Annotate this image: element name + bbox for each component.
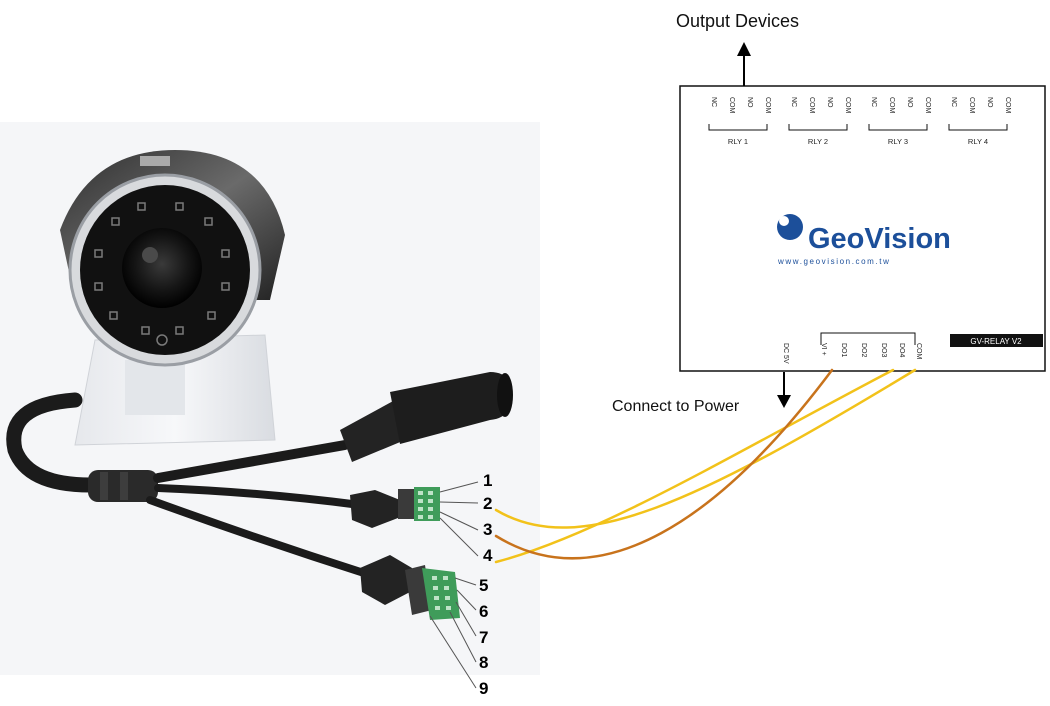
top-terminal-label: COM bbox=[968, 97, 975, 114]
top-terminal-label: NO bbox=[906, 97, 913, 108]
pin-label-8: 8 bbox=[479, 653, 489, 672]
pin-leader-lines bbox=[429, 481, 479, 689]
pin-label-3: 3 bbox=[483, 520, 493, 539]
top-terminal-label: NC bbox=[710, 97, 717, 107]
wire-pin4-do4 bbox=[494, 368, 895, 564]
relay-group-bracket bbox=[788, 124, 848, 131]
relay-bottom-terminals: DC 5V VI + DO1 DO2 DO3 DO4 COM bbox=[782, 343, 922, 364]
top-terminal-label: COM bbox=[1004, 97, 1011, 114]
bottom-terminal-label: DO4 bbox=[898, 343, 905, 358]
pin-label-7: 7 bbox=[479, 628, 489, 647]
power-arrow bbox=[777, 372, 791, 408]
pin-label-5: 5 bbox=[479, 576, 489, 595]
top-terminal-label: NO bbox=[826, 97, 833, 108]
relay-group-label: RLY 2 bbox=[808, 137, 828, 146]
wire-pin2-com bbox=[494, 368, 917, 529]
pin-label-9: 9 bbox=[479, 679, 489, 698]
top-terminal-label: NC bbox=[790, 97, 797, 107]
bottom-terminal-label: COM bbox=[915, 343, 922, 360]
connect-power-label: Connect to Power bbox=[612, 398, 740, 415]
relay-group-bracket bbox=[868, 124, 928, 131]
top-terminal-label: COM bbox=[888, 97, 895, 114]
pin-label-2: 2 bbox=[483, 494, 493, 513]
relay-group-bracket bbox=[708, 124, 768, 131]
model-label: GV-RELAY V2 bbox=[970, 337, 1022, 346]
pin-label-6: 6 bbox=[479, 602, 489, 621]
bottom-terminal-label: DC 5V bbox=[782, 343, 789, 364]
top-terminal-label: NO bbox=[986, 97, 993, 108]
relay-box: NC COM NO COM NC COM NO COM NC COM NO COM NC COM NO COM… bbox=[679, 85, 1046, 372]
top-terminal-label: COM bbox=[808, 97, 815, 114]
pin-label-4: 4 bbox=[483, 546, 493, 565]
wire-pin3-vi bbox=[494, 368, 834, 560]
bottom-terminal-label: DO1 bbox=[840, 343, 847, 358]
brand-name: GeoVision bbox=[808, 223, 951, 255]
relay-group-bracket bbox=[948, 124, 1008, 131]
output-devices-label: Output Devices bbox=[676, 11, 800, 31]
top-terminal-label: NC bbox=[950, 97, 957, 107]
camera-illustration bbox=[6, 150, 513, 620]
bottom-terminal-label: DO2 bbox=[860, 343, 867, 358]
top-terminal-label: NO bbox=[746, 97, 753, 108]
relay-group-label: RLY 1 bbox=[728, 137, 748, 146]
top-terminal-label: NC bbox=[870, 97, 877, 107]
relay-group-label: RLY 3 bbox=[888, 137, 908, 146]
relay-groups: RLY 1 RLY 2 RLY 3 RLY 4 bbox=[708, 124, 1008, 146]
wires bbox=[494, 368, 917, 564]
top-terminal-label: COM bbox=[728, 97, 735, 114]
top-terminal-label: COM bbox=[924, 97, 931, 114]
geovision-logo: GeoVision www.geovision.com.tw bbox=[777, 214, 951, 266]
top-terminal-label: COM bbox=[844, 97, 851, 114]
output-arrow bbox=[737, 42, 751, 86]
brand-url: www.geovision.com.tw bbox=[777, 257, 890, 266]
pin-label-1: 1 bbox=[483, 471, 493, 490]
bottom-terminal-label: DO3 bbox=[880, 343, 887, 358]
bottom-terminal-label: VI + bbox=[820, 343, 827, 356]
relay-top-terminals: NC COM NO COM NC COM NO COM NC COM NO COM NC COM NO COM bbox=[710, 97, 1011, 114]
top-terminal-label: COM bbox=[764, 97, 771, 114]
relay-group-label: RLY 4 bbox=[968, 137, 988, 146]
